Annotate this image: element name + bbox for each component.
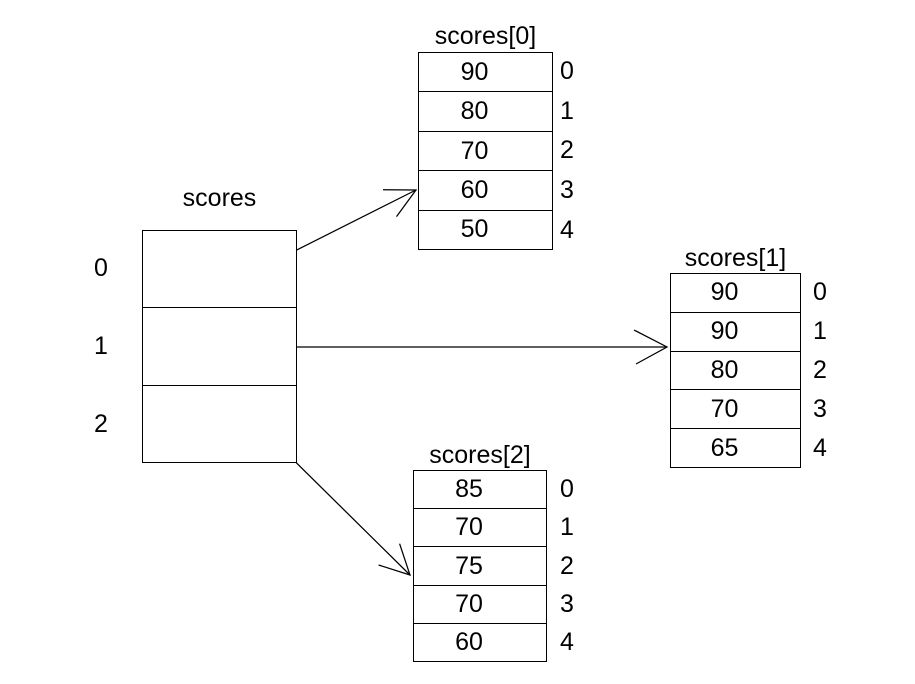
cell-value: 90	[710, 317, 739, 346]
pointer-cell-0	[143, 231, 296, 309]
cell-value: 90	[710, 278, 739, 307]
cell-value: 50	[460, 215, 489, 244]
cell-value: 70	[455, 589, 483, 618]
index-label: 0	[560, 474, 574, 503]
array-cell: 90	[671, 274, 800, 313]
array-cell: 90	[671, 313, 800, 352]
array-cell: 70	[671, 390, 800, 430]
index-label: 3	[560, 176, 574, 205]
array-0-index-column: 0 1 2 3 4	[560, 52, 574, 250]
cell-value: 60	[460, 175, 489, 204]
array-2-title: scores[2]	[429, 441, 531, 469]
array-0-table: 90 80 70 60 50	[418, 52, 553, 250]
pointer-index-label: 0	[94, 254, 108, 283]
cell-value: 70	[460, 136, 489, 165]
cell-value: 70	[455, 513, 483, 542]
pointer-cell-1	[143, 308, 296, 386]
index-label: 0	[560, 57, 574, 86]
index-label: 0	[813, 278, 827, 306]
cell-value: 85	[455, 475, 483, 504]
cell-value: 90	[460, 57, 489, 86]
array-cell: 65	[671, 429, 800, 467]
index-label: 4	[813, 434, 827, 462]
pointer-cell-2	[143, 386, 296, 462]
pointer-array-box	[142, 230, 297, 463]
array-cell: 80	[419, 92, 552, 132]
cell-value: 75	[455, 551, 483, 580]
cell-value: 80	[460, 97, 489, 126]
array-cell: 70	[414, 509, 546, 548]
cell-value: 65	[710, 433, 739, 462]
array-1-title: scores[1]	[684, 244, 787, 272]
array-0-title: scores[0]	[434, 22, 537, 50]
index-label: 4	[560, 628, 574, 657]
pointer-index-label: 1	[94, 332, 108, 360]
index-label: 1	[813, 317, 827, 345]
index-label: 2	[813, 356, 827, 384]
pointer-array-title: scores	[182, 184, 257, 212]
index-label: 3	[560, 589, 574, 618]
array-cell: 60	[419, 171, 552, 211]
array-1-table: 90 90 80 70 65	[670, 273, 801, 468]
index-label: 3	[813, 395, 827, 423]
array-1-index-column: 0 1 2 3 4	[813, 273, 827, 468]
index-label: 2	[560, 136, 574, 165]
index-label: 2	[560, 551, 574, 580]
array-cell: 80	[671, 352, 800, 391]
cell-value: 70	[710, 394, 739, 423]
array-cell: 70	[414, 586, 546, 624]
arrow-scores1	[253, 329, 669, 365]
array-cell: 90	[419, 53, 552, 93]
array-cell: 85	[414, 471, 546, 510]
array-cell: 70	[419, 132, 552, 172]
array-2-index-column: 0 1 2 3 4	[560, 470, 574, 662]
pointer-index-label: 2	[94, 409, 108, 438]
cell-value: 60	[455, 627, 483, 656]
array-cell: 60	[414, 624, 546, 661]
cell-value: 80	[710, 355, 739, 384]
array-2-table: 85 70 75 70 60	[413, 470, 547, 662]
array-cell: 75	[414, 547, 546, 586]
index-label: 4	[560, 215, 574, 244]
pointer-index-column: 0 1 2	[94, 230, 108, 463]
index-label: 1	[560, 96, 574, 125]
index-label: 1	[560, 513, 574, 542]
array-cell: 50	[419, 211, 552, 249]
